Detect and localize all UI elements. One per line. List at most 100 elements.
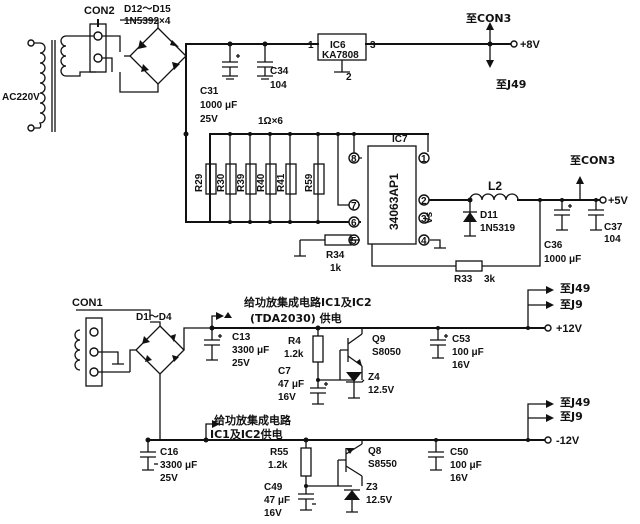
label-ic6-pin3: 3 <box>370 40 376 51</box>
ac-terminal-top <box>27 39 35 47</box>
label-ic7-pin1: 1 <box>421 154 427 165</box>
label-r34: R34 <box>326 250 345 261</box>
zener-z3 <box>344 490 360 500</box>
label-c53-v: 16V <box>452 360 470 371</box>
q8-regulator-stage <box>298 400 554 513</box>
label-ic7-pin2: 2 <box>421 196 427 207</box>
label-to-j49-neg: 至J49 <box>560 396 590 409</box>
capacitor-c31 <box>222 44 240 80</box>
label-c49-val: 47 μF <box>264 495 290 506</box>
label-ic6: IC6 <box>330 40 346 51</box>
label-q8-part: S8550 <box>368 459 397 470</box>
label-r41: R41 <box>276 173 287 192</box>
resistor-r59 <box>313 163 325 195</box>
label-r55-val: 1.2k <box>268 460 288 471</box>
label-ic7-part: 34063AP1 <box>387 173 401 230</box>
label-amp-supply-2b: IC1及IC2供电 <box>210 427 283 441</box>
label-c31: C31 <box>200 86 219 97</box>
label-ic6-pin2: 2 <box>346 72 352 83</box>
ac-input-transformer <box>27 35 96 132</box>
label-ic7: IC7 <box>392 134 408 145</box>
label-z4-val: 12.5V <box>368 385 394 396</box>
ac-terminal-bottom <box>27 124 35 132</box>
label-c37-val: 104 <box>604 234 621 245</box>
label-c16-val: 3300 μF <box>160 460 197 471</box>
label-c7-v: 16V <box>278 392 296 403</box>
resistor-r33 <box>371 200 541 272</box>
label-z3-val: 12.5V <box>366 495 392 506</box>
rail-minus12v <box>140 420 363 471</box>
con2-connector <box>89 19 121 73</box>
label-to-j49-pos: 至J49 <box>560 282 590 295</box>
label-amp-supply-2a: 给功放集成电路 <box>214 413 292 427</box>
label-c13-v: 25V <box>232 358 250 369</box>
label-ic7-pin6: 6 <box>351 218 357 229</box>
inductor-l2 <box>469 193 519 201</box>
label-c34-val: 104 <box>270 80 287 91</box>
resistor-r30 <box>225 163 237 195</box>
label-ic7-vs: Vs <box>424 211 435 224</box>
label-to-con3-top: 至CON3 <box>466 12 511 25</box>
resistor-r4 <box>312 335 324 363</box>
label-q9: Q9 <box>372 334 386 345</box>
label-to-j9-neg: 至J9 <box>560 410 583 423</box>
label-c31-val: 1000 μF <box>200 100 237 111</box>
resistor-r40 <box>265 163 277 195</box>
label-c37: C37 <box>604 222 623 233</box>
label-to-j9-pos: 至J9 <box>560 298 583 311</box>
label-res-array: 1Ω×6 <box>258 116 283 127</box>
resistor-r34 <box>294 234 352 257</box>
label-c50-v: 16V <box>450 473 468 484</box>
output-5v-stage <box>463 176 607 237</box>
label-r40: R40 <box>256 173 267 192</box>
q9-regulator-stage <box>310 286 554 405</box>
label-r30: R30 <box>216 173 227 192</box>
label-c53: C53 <box>452 334 471 345</box>
resistor-r29 <box>205 163 217 195</box>
label-plus8v: +8V <box>520 39 541 51</box>
secondary-winding <box>60 35 67 77</box>
bridge-rectifier-d12-d15 <box>119 19 230 93</box>
label-r59: R59 <box>304 173 315 192</box>
label-c49: C49 <box>264 482 283 493</box>
label-r34-val: 1k <box>330 263 342 274</box>
label-d11-part: 1N5319 <box>480 223 515 234</box>
primary-winding <box>38 42 46 129</box>
label-l2: L2 <box>488 179 502 193</box>
label-to-con3-mid: 至CON3 <box>570 154 615 167</box>
label-r4: R4 <box>288 336 301 347</box>
label-con2: CON2 <box>84 5 115 17</box>
label-c53-val: 100 μF <box>452 347 484 358</box>
label-r33: R33 <box>454 274 473 285</box>
label-ic7-pin4: 4 <box>421 236 427 247</box>
resistor-r55 <box>300 447 312 477</box>
label-plus12v: +12V <box>556 323 583 335</box>
label-ic7-pin7: 7 <box>351 201 357 212</box>
label-r39: R39 <box>236 173 247 192</box>
label-ic6-part: KA7808 <box>322 50 359 61</box>
label-c13: C13 <box>232 332 251 343</box>
label-con1: CON1 <box>72 297 103 309</box>
resistor-r39 <box>245 163 257 195</box>
label-ac220v: AC220V <box>2 92 40 103</box>
label-c7-val: 47 μF <box>278 379 304 390</box>
label-to-j49-top: 至J49 <box>496 78 526 91</box>
label-c7: C7 <box>278 366 291 377</box>
label-r4-val: 1.2k <box>284 349 304 360</box>
label-q9-part: S8050 <box>372 347 401 358</box>
label-z4: Z4 <box>368 372 380 383</box>
rail-plus12v <box>204 312 363 361</box>
diode-d11 <box>463 212 477 222</box>
label-minus12v: -12V <box>556 435 580 447</box>
regulator-ic6 <box>317 22 518 73</box>
label-d1-d4: D1～D4 <box>136 312 172 323</box>
label-amp-supply-1b: (TDA2030) 供电 <box>250 311 342 325</box>
label-d12-d15-part: 1N5392×4 <box>124 16 171 27</box>
zener-z4 <box>346 372 362 382</box>
label-c31-v: 25V <box>200 114 218 125</box>
label-c34: C34 <box>270 66 289 77</box>
label-c49-v: 16V <box>264 508 282 519</box>
label-c13-val: 3300 μF <box>232 345 269 356</box>
con1-connector <box>74 309 151 387</box>
